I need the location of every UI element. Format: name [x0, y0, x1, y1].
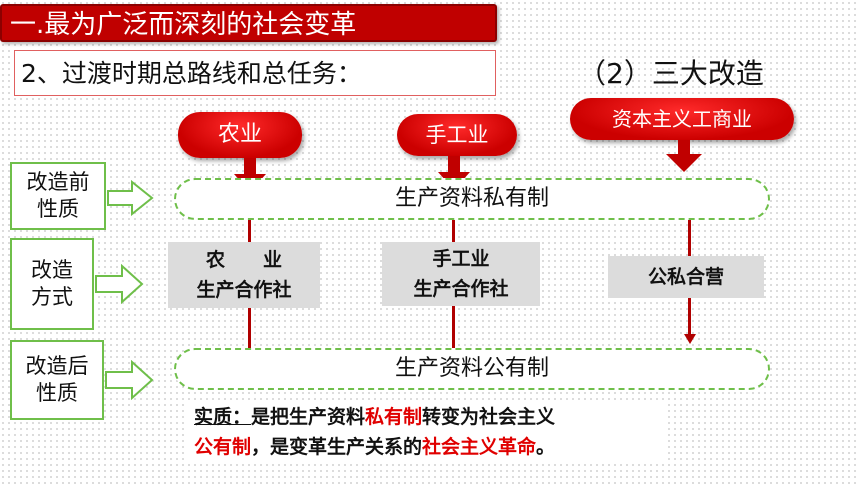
- method-agriculture-line1: 农 业: [205, 249, 282, 271]
- stage-before-line1: 改造前: [26, 169, 90, 194]
- before-property-text: 生产资料私有制: [394, 186, 549, 211]
- arrow-right-icon: [95, 264, 144, 304]
- source-agriculture-label: 农业: [217, 122, 262, 147]
- essence-p4: 公有制: [194, 436, 252, 458]
- essence-prefix: 实质：: [194, 406, 252, 428]
- section-title: （2）三大改造: [578, 57, 764, 90]
- stage-after-line2: 性质: [36, 381, 78, 405]
- after-property-band: 生产资料公有制: [174, 348, 770, 390]
- source-agriculture: 农业: [178, 112, 302, 158]
- method-handicraft-line2: 生产合作社: [413, 278, 509, 300]
- stage-label-method: 改造 方式: [10, 238, 94, 330]
- subtitle: 2、过渡时期总路线和总任务：: [14, 50, 496, 96]
- arrow-right-icon: [107, 180, 154, 216]
- stage-after-line1: 改造后: [25, 353, 89, 378]
- stage-method-line1: 改造: [31, 257, 73, 282]
- essence-p6: 社会主义革命: [422, 436, 537, 458]
- essence-p5: ，是变革生产关系的: [251, 436, 423, 458]
- after-property-text: 生产资料公有制: [394, 356, 549, 381]
- essence-line2: 公有制，是变革生产关系的社会主义革命。: [194, 432, 658, 462]
- method-handicraft-line1: 手工业: [432, 248, 490, 270]
- source-handicraft: 手工业: [397, 114, 517, 156]
- essence-p1: 是把生产资料: [251, 406, 366, 428]
- stage-before-line2: 性质: [37, 197, 79, 221]
- source-capitalist: 资本主义工商业: [570, 98, 794, 140]
- stage-label-before: 改造前 性质: [10, 162, 106, 230]
- stage-label-after: 改造后 性质: [10, 340, 104, 420]
- arrow-down-icon: [666, 140, 702, 172]
- page-title: 一.最为广泛而深刻的社会变革: [0, 4, 497, 42]
- method-handicraft-coop: 手工业 生产合作社: [382, 242, 540, 306]
- essence-text: 实质：是把生产资料私有制转变为社会主义 公有制，是变革生产关系的社会主义革命。: [188, 400, 664, 464]
- before-property-band: 生产资料私有制: [174, 178, 770, 220]
- method-public-private: 公私合营: [608, 256, 764, 298]
- stage-method-line2: 方式: [31, 285, 73, 309]
- essence-p3: 转变为社会主义: [422, 406, 556, 428]
- essence-line1: 实质：是把生产资料私有制转变为社会主义: [194, 402, 658, 432]
- method-agriculture-coop: 农 业 生产合作社: [168, 242, 320, 308]
- source-handicraft-label: 手工业: [425, 123, 489, 147]
- arrow-right-icon: [105, 360, 154, 400]
- arrow-head-icon: [684, 334, 696, 344]
- method-capitalist-line1: 公私合营: [647, 266, 724, 288]
- essence-p7: 。: [536, 436, 556, 458]
- source-capitalist-label: 资本主义工商业: [612, 107, 752, 131]
- essence-p2: 私有制: [365, 406, 423, 428]
- method-agriculture-line2: 生产合作社: [196, 279, 292, 301]
